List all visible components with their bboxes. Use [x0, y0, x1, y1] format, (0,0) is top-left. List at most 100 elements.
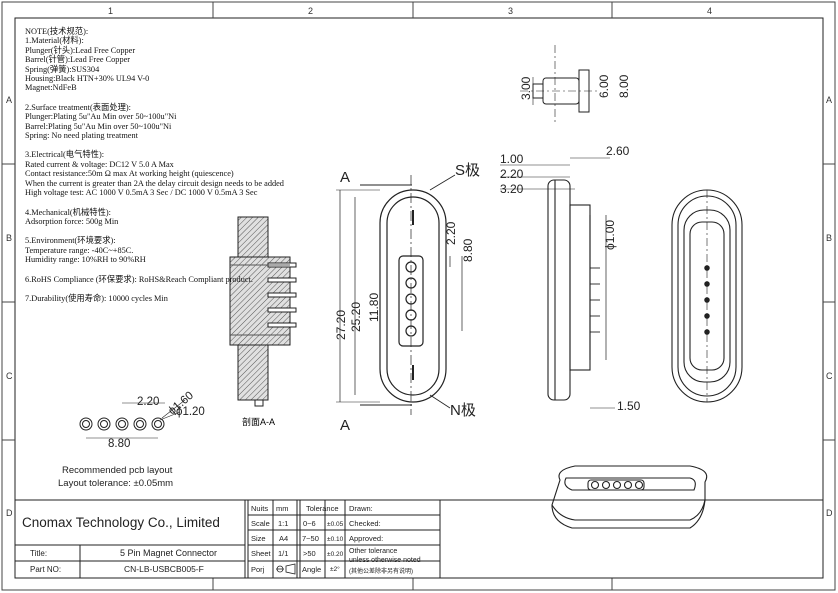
tol-range-1: 0~6 — [303, 519, 316, 528]
dim-25-20: 25.20 — [349, 302, 363, 332]
electrical-line: Rated current & voltage: DC12 V 5.0 A Ma… — [25, 159, 174, 169]
material-line: Magnet:NdFeB — [25, 83, 77, 93]
angle-label: Angle — [302, 565, 321, 574]
drawn-label: Drawn: — [349, 504, 373, 513]
dim-1-50: 1.50 — [617, 399, 641, 413]
back-view — [671, 189, 743, 403]
pcb-caption: Recommended pcb layout — [62, 465, 173, 476]
dim-8-00: 8.00 — [617, 74, 631, 98]
tolerance-label: Tolerance — [306, 504, 339, 513]
other-tolerance-2: unless otherwise noted — [349, 557, 421, 564]
surface-line: Plunger:Plating 5u"Au Min over 50~100u"N… — [25, 112, 177, 122]
electrical-line: When the current is greater than 2A the … — [25, 178, 284, 188]
environment-line: Humidity range: 10%RH to 90%RH — [25, 255, 146, 265]
electrical-title: 3.Electrical(电气特性): — [25, 150, 105, 160]
nuits-value: mm — [276, 504, 289, 513]
front-view — [336, 174, 463, 415]
dim-1-00: 1.00 — [500, 152, 524, 166]
pcb-pitch: 2.20 — [137, 396, 159, 408]
mechanical-line: Adsorption force: 500g Min — [25, 216, 119, 226]
mechanical-title: 4.Mechanical(机械特性): — [25, 207, 111, 217]
environment-title: 5.Environment(环境要求): — [25, 236, 116, 246]
notes-title: NOTE(技术规范): — [25, 27, 89, 36]
part-value: CN-LB-USBCB005-F — [124, 564, 204, 574]
tol-value-2: ±0.10 — [327, 536, 344, 543]
durability-note: 7.Durability(使用寿命): 10000 cycles Min — [25, 293, 168, 303]
pcb-tolerance: Layout tolerance: ±0.05mm — [58, 478, 173, 489]
material-line: Spring(弹簧):SUS304 — [25, 64, 100, 74]
row-label-c-right: C — [826, 371, 833, 381]
row-label-b: B — [6, 233, 12, 243]
row-label-a-right: A — [826, 95, 832, 105]
section-view — [229, 216, 297, 407]
section-label: 剖面A-A — [242, 416, 275, 427]
title-label: Title: — [30, 549, 47, 558]
col-label-4: 4 — [707, 6, 712, 16]
row-label-c: C — [6, 371, 13, 381]
size-value: A4 — [279, 534, 288, 543]
checked-label: Checked: — [349, 519, 381, 528]
dim-3-20: 3.20 — [500, 182, 524, 196]
row-label-a: A — [6, 95, 12, 105]
col-label-3: 3 — [508, 6, 513, 16]
section-mark-top: A — [340, 169, 350, 186]
dim-2-60: 2.60 — [606, 144, 630, 158]
electrical-line: High voltage test: AC 1000 V 0.5mA 3 Sec… — [25, 188, 258, 198]
top-view — [520, 45, 600, 125]
company-name: Cnomax Technology Co., Limited — [22, 515, 220, 530]
environment-line: Temperature range: -40C~+85C. — [25, 245, 134, 255]
title-value: 5 Pin Magnet Connector — [120, 548, 217, 558]
title-block — [14, 499, 824, 579]
pcb-layout — [79, 399, 186, 439]
tol-range-3: >50 — [303, 549, 316, 558]
nuits-label: Nuits — [251, 504, 268, 513]
other-tolerance-1: Other tolerance — [349, 548, 397, 555]
row-label-d-right: D — [826, 508, 833, 518]
part-label: Part NO: — [30, 565, 61, 574]
dim-11-80: 11.80 — [367, 293, 381, 322]
material-line: Housing:Black HTN+30% UL94 V-0 — [25, 74, 150, 84]
pcb-hole-1-20: ϕ1.20 — [176, 406, 205, 418]
row-label-d: D — [6, 508, 13, 518]
sheet-label: Sheet — [251, 549, 272, 558]
dim-2-20-v: 2.20 — [444, 221, 458, 245]
approved-label: Approved: — [349, 534, 383, 543]
n-pole-label: N极 — [450, 402, 476, 419]
row-label-b-right: B — [826, 233, 832, 243]
size-label: Size — [251, 534, 266, 543]
material-title: 1.Material(材料): — [25, 36, 84, 46]
technical-notes: NOTE(技术规范): 1.Material(材料): Plunger(针头):… — [25, 27, 284, 303]
electrical-line: Contact resistance:50m Ω max At working … — [25, 169, 234, 179]
scale-label: Scale — [251, 519, 270, 528]
rohs-note: 6.RoHS Compliance (环保要求): RoHS&Reach Com… — [25, 274, 253, 284]
dim-6-00: 6.00 — [597, 74, 611, 98]
side-view — [500, 157, 615, 409]
dim-2-20-h: 2.20 — [500, 167, 524, 181]
tol-value-3: ±0.20 — [327, 551, 344, 558]
tol-range-2: 7~50 — [302, 534, 319, 543]
col-label-1: 1 — [108, 6, 113, 16]
other-tolerance-3: (其他公差除非另有说明) — [349, 567, 413, 575]
section-mark-bottom: A — [340, 417, 350, 434]
surface-title: 2.Surface treatment(表面处理): — [25, 102, 131, 112]
dim-8-80-v: 8.80 — [461, 238, 475, 262]
dim-3-00: 3.00 — [519, 76, 533, 100]
isometric-view — [551, 465, 708, 529]
dim-dia-1-00: ϕ1.00 — [603, 220, 617, 250]
tol-value-1: ±0.05 — [327, 521, 344, 528]
surface-line: Barrel:Plating 5u"Au Min over 50~100u"Ni — [25, 121, 172, 131]
pcb-total: 8.80 — [108, 438, 130, 450]
material-line: Plunger(针头):Lead Free Copper — [25, 45, 136, 55]
scale-value: 1:1 — [278, 519, 288, 528]
dim-27-20: 27.20 — [334, 310, 348, 340]
surface-line: Spring: No need plating treatment — [25, 131, 138, 141]
col-label-2: 2 — [308, 6, 313, 16]
s-pole-label: S极 — [455, 162, 480, 179]
angle-value: ±2° — [330, 565, 340, 573]
projection-symbol — [276, 563, 296, 575]
material-line: Barrel(针管):Lead Free Copper — [25, 55, 131, 65]
porj-label: Porj — [251, 565, 265, 574]
